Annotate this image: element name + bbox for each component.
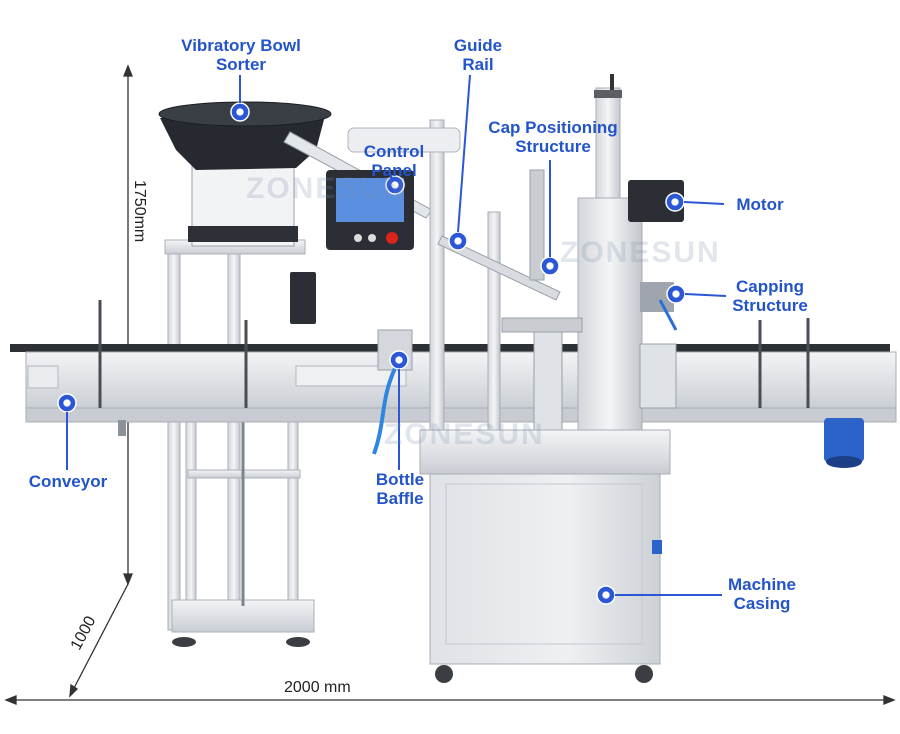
dimension-width-label: 2000 mm (284, 679, 351, 696)
marker-layer (57, 102, 686, 605)
label-control-panel: Control Panel (363, 142, 425, 180)
guide-rail-marker[interactable] (448, 231, 468, 251)
label-guide-rail: Guide Rail (453, 36, 503, 74)
label-motor: Motor (736, 195, 784, 214)
cap-positioning-structure-marker[interactable] (540, 256, 560, 276)
capping-structure-marker[interactable] (666, 284, 686, 304)
watermark-top: ZONESUN (246, 172, 407, 205)
dimension-height-label: 1750mm (131, 180, 148, 243)
dimension-lines (4, 64, 896, 705)
label-capping-structure: Capping Structure (732, 277, 808, 315)
label-vibratory-bowl-sorter: Vibratory Bowl Sorter (181, 36, 301, 74)
label-cap-positioning-structure: Cap Positioning Structure (488, 118, 618, 156)
machine-casing-body (419, 429, 671, 683)
conveyor-assembly (10, 300, 897, 468)
bottle-baffle-marker[interactable] (389, 350, 409, 370)
watermark-bottom: ZONESUN (384, 418, 545, 451)
machine-casing-marker[interactable] (596, 585, 616, 605)
motor-marker[interactable] (665, 192, 685, 212)
leader-lines (66, 74, 727, 596)
label-conveyor: Conveyor (28, 472, 108, 491)
watermark-middle: ZONESUN (560, 236, 721, 269)
label-machine-casing: Machine Casing (727, 575, 797, 613)
vibratory-bowl-sorter-marker[interactable] (230, 102, 250, 122)
label-bottle-baffle: Bottle Baffle (375, 470, 425, 508)
control-panel-marker[interactable] (385, 175, 405, 195)
conveyor-marker[interactable] (57, 393, 77, 413)
